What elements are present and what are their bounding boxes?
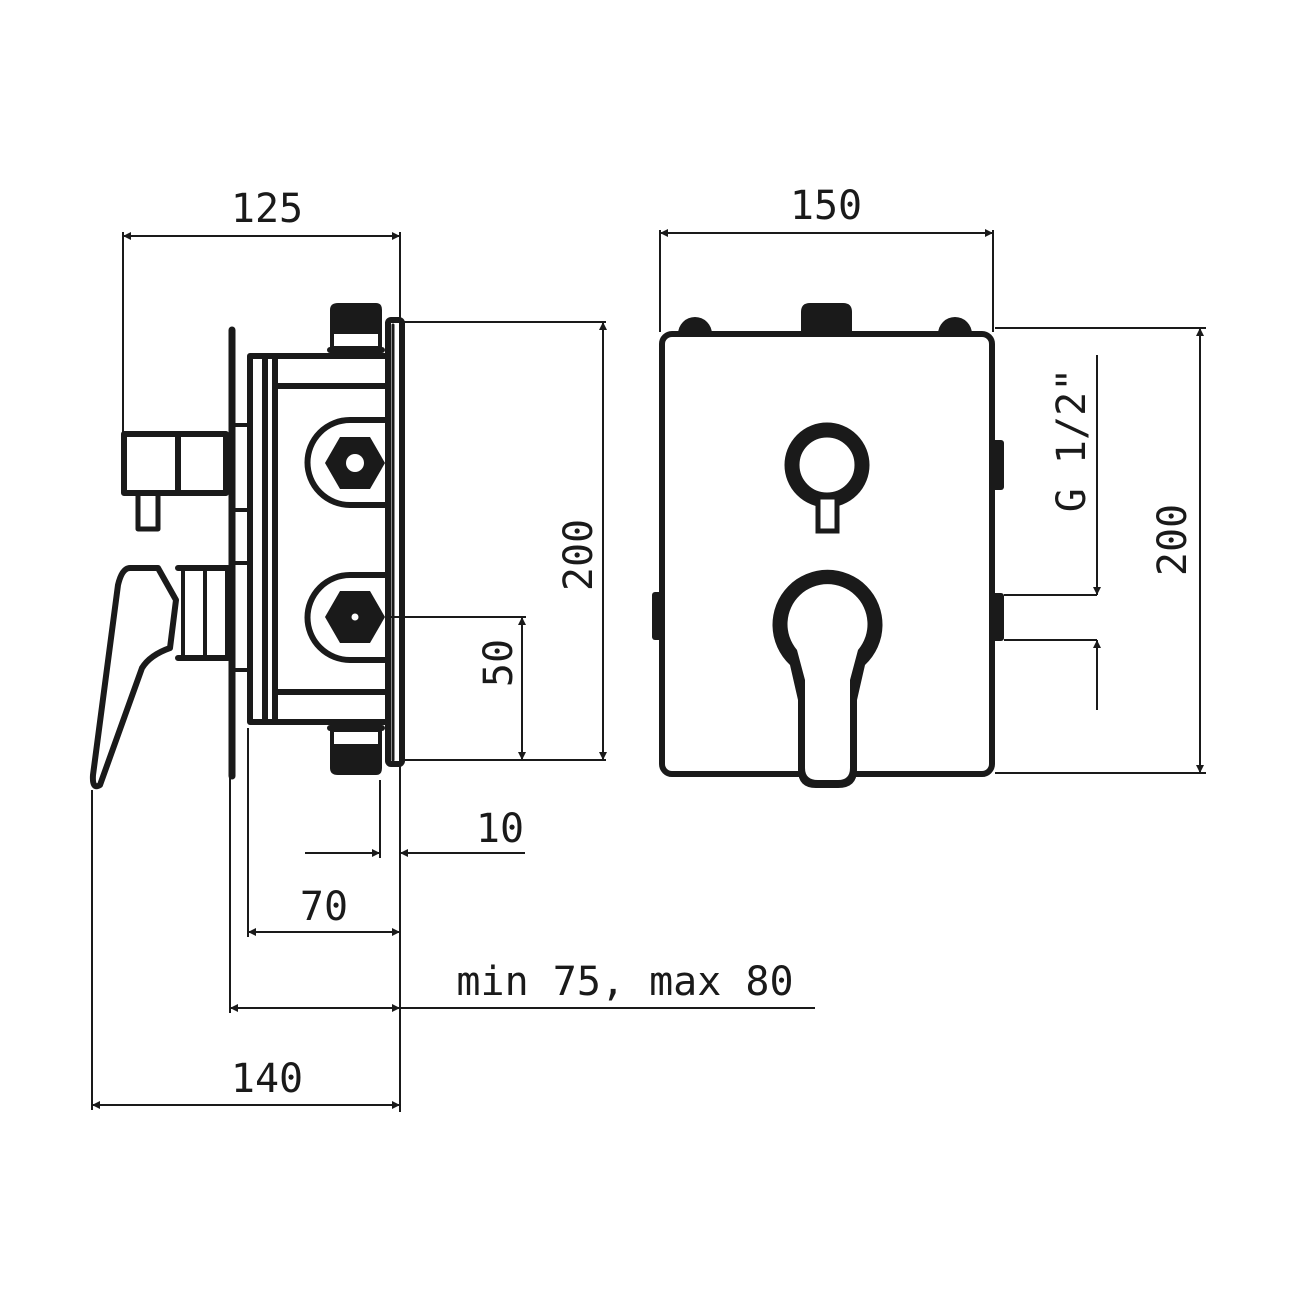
dim-install-depth: min 75, max 80 bbox=[456, 959, 793, 1005]
dimension-lines bbox=[91, 229, 1206, 1112]
dim-total-depth: 140 bbox=[231, 1056, 303, 1102]
top-connector bbox=[330, 303, 382, 332]
valve-body bbox=[247, 347, 391, 731]
dim-outlet-offset: 50 bbox=[476, 639, 522, 687]
diverter-ring bbox=[784, 422, 870, 534]
dim-box-depth: 70 bbox=[300, 884, 348, 930]
dimension-labels: 125 150 200 G 1/2" 200 50 10 70 min 75, … bbox=[231, 183, 1196, 1102]
top-connector-front bbox=[801, 303, 852, 332]
diverter-knob bbox=[121, 431, 229, 532]
bottom-connector bbox=[330, 746, 382, 775]
hex-nut-upper bbox=[325, 437, 385, 489]
mixer-lever bbox=[89, 565, 231, 790]
dim-side-height: 200 bbox=[556, 519, 602, 591]
lever-escutcheon bbox=[772, 569, 883, 788]
dim-plate-offset: 10 bbox=[476, 806, 524, 852]
side-view bbox=[89, 303, 405, 790]
dim-front-height: 200 bbox=[1150, 504, 1196, 576]
dim-thread: G 1/2" bbox=[1049, 368, 1095, 513]
front-view bbox=[652, 303, 1097, 788]
hex-nut-lower bbox=[325, 591, 385, 643]
dim-side-width: 125 bbox=[231, 186, 303, 232]
dim-front-width: 150 bbox=[790, 183, 862, 229]
cover-plate-edge bbox=[385, 317, 405, 767]
